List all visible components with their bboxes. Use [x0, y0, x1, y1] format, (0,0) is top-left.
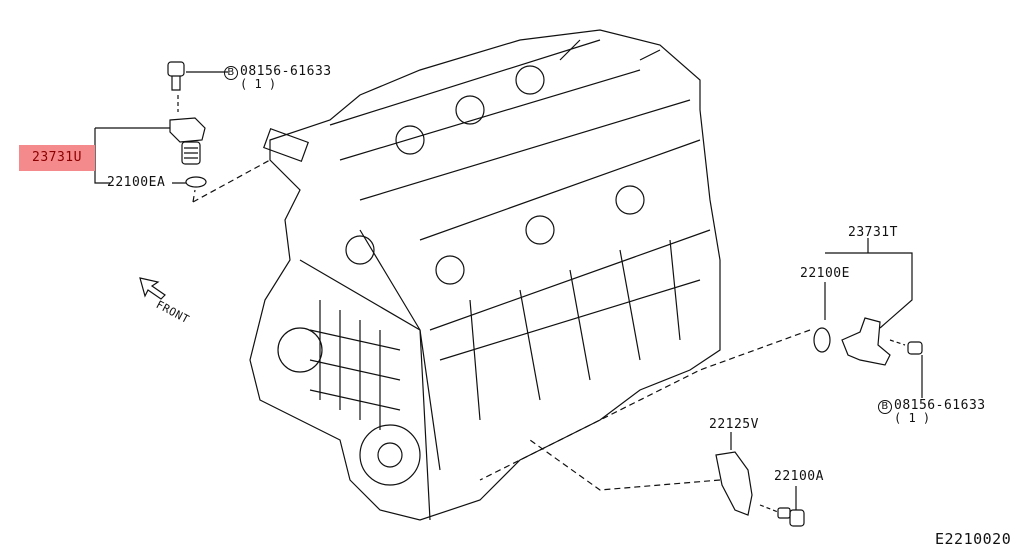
bolt-top-qty: ( 1 ): [240, 77, 277, 91]
engine-block: [249, 29, 721, 521]
crank-sensor-assy-label[interactable]: 23731T: [848, 225, 898, 240]
bracket-drawing: [529, 432, 805, 527]
oring-top-label[interactable]: 22100EA: [107, 175, 166, 190]
highlighted-part-23731U[interactable]: 23731U: [19, 145, 95, 171]
cam-sensor-top-label: 23731U: [32, 150, 82, 165]
front-arrow-icon: [139, 277, 166, 300]
diagram-code: E2210020: [935, 530, 1012, 548]
bolt-right-qty: ( 1 ): [894, 411, 931, 425]
bracket-label[interactable]: 22125V: [709, 417, 759, 432]
bolt-bottom-label[interactable]: 22100A: [774, 469, 824, 484]
bolt-symbol: B: [224, 66, 238, 80]
oring-right-label[interactable]: 22100E: [800, 266, 850, 281]
crank-sensor-right-drawing: [479, 238, 923, 481]
cam-sensor-top-drawing: [88, 61, 271, 203]
bolt-symbol: B: [878, 400, 892, 414]
